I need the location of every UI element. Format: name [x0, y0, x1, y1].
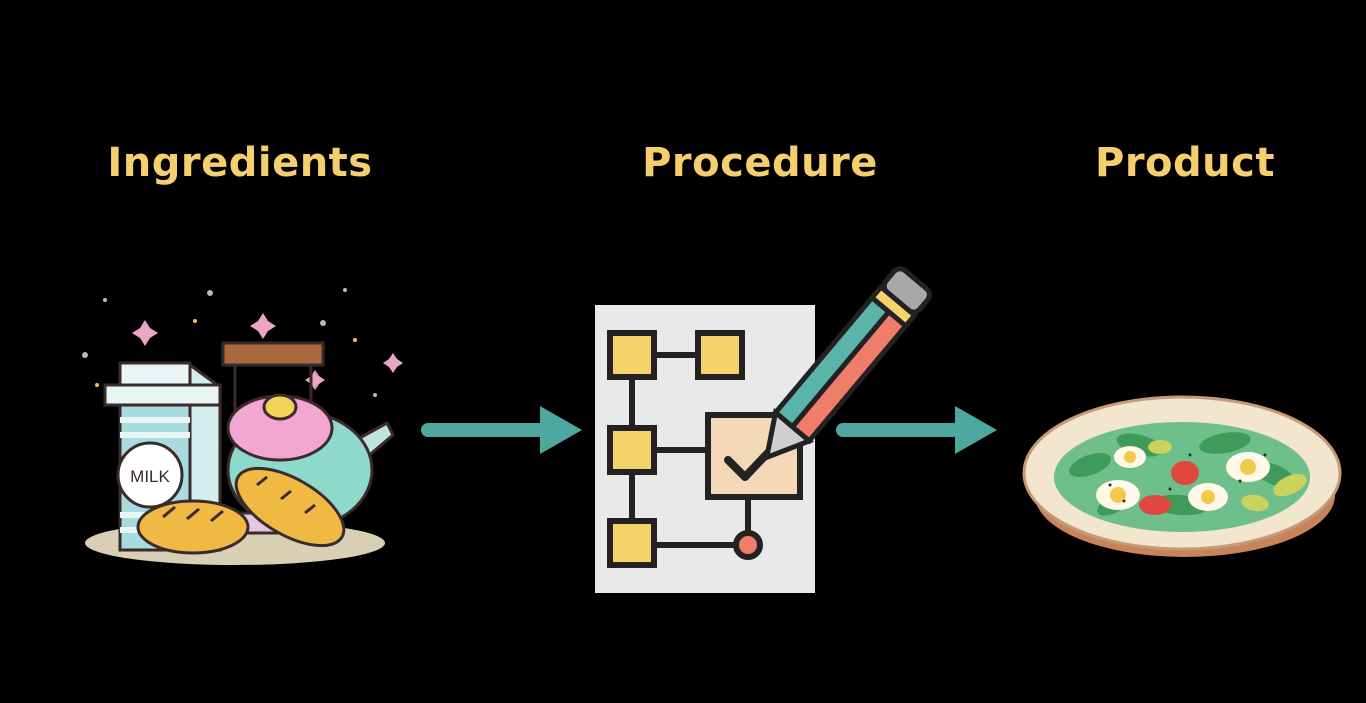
sparkle-icon [132, 313, 403, 390]
ingredients-icon: MILK [82, 288, 403, 565]
arrow-right-icon [421, 406, 582, 454]
milk-label: MILK [130, 467, 170, 486]
procedure-icon [595, 266, 932, 593]
salad-plate-icon [1022, 395, 1342, 557]
arrow-right-icon [836, 406, 997, 454]
avocado-icon [1148, 440, 1307, 512]
stage-title-procedure: Procedure [642, 140, 878, 186]
egg-icon [1096, 446, 1270, 511]
tomato-icon [1139, 461, 1199, 515]
product-icon [1022, 395, 1342, 557]
pencil-icon [763, 266, 932, 462]
bread-icon [136, 466, 346, 555]
stage-title-product: Product [1095, 140, 1275, 186]
stage-title-ingredients: Ingredients [107, 140, 373, 186]
